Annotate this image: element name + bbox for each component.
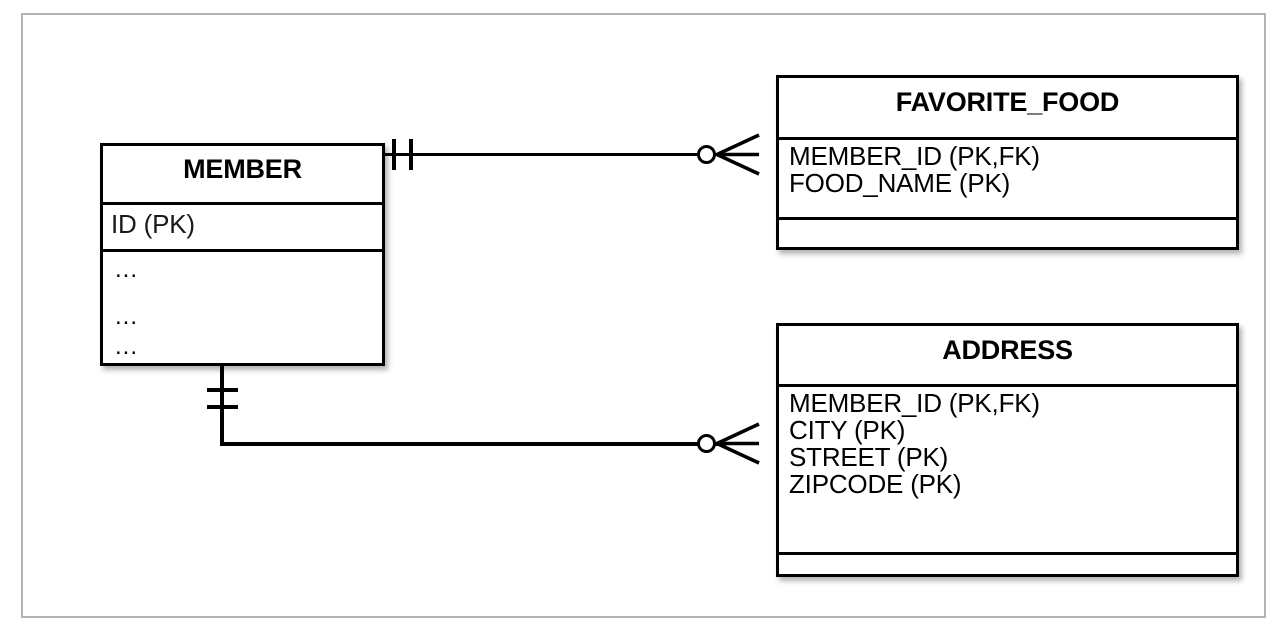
relation-line-member-address-vertical xyxy=(220,352,224,445)
cardinality-many-crowfoot-food xyxy=(716,133,760,176)
entity-favorite-food-attribute-member-id: MEMBER_ID (PK,FK) xyxy=(789,141,1040,171)
cardinality-zero-circle-address xyxy=(697,434,716,453)
cardinality-many-crowfoot-address xyxy=(716,422,760,465)
entity-favorite-food-attributes-section: MEMBER_ID (PK,FK) FOOD_NAME (PK) xyxy=(779,137,1236,217)
cardinality-one-and-only-one-tick-a-address xyxy=(207,388,238,392)
entity-member[interactable]: MEMBER ID (PK) ... ... ... xyxy=(100,143,385,366)
entity-favorite-food-title: FAVORITE_FOOD xyxy=(895,87,1120,117)
entity-member-pk-section: ID (PK) xyxy=(103,202,382,249)
entity-address-title: ADDRESS xyxy=(942,335,1073,365)
entity-address-attribute-street: STREET (PK) xyxy=(789,442,949,472)
entity-address-attribute-city: CITY (PK) xyxy=(789,415,906,445)
entity-favorite-food-empty-section xyxy=(779,217,1236,261)
cardinality-one-and-only-one-tick-b-food xyxy=(409,139,413,170)
entity-member-attribute-ellipsis-1: ... xyxy=(115,256,139,283)
entity-address-attribute-zipcode: ZIPCODE (PK) xyxy=(789,469,962,499)
entity-address-empty-section xyxy=(779,552,1236,588)
cardinality-one-and-only-one-tick-b-address xyxy=(207,405,238,409)
relation-line-member-address-horizontal xyxy=(220,442,726,446)
entity-member-attribute-ellipsis-2: ... xyxy=(115,303,139,330)
entity-favorite-food-attribute-food-name: FOOD_NAME (PK) xyxy=(789,168,1011,198)
relation-line-member-favorite-food xyxy=(364,153,726,156)
cardinality-one-and-only-one-tick-a-food xyxy=(392,139,396,170)
entity-address-attribute-member-id: MEMBER_ID (PK,FK) xyxy=(789,388,1040,418)
entity-favorite-food[interactable]: FAVORITE_FOOD MEMBER_ID (PK,FK) FOOD_NAM… xyxy=(776,75,1239,250)
diagram-frame: MEMBER ID (PK) ... ... ... FAVORITE_FOOD… xyxy=(21,13,1266,618)
entity-member-attribute-ellipsis-3: ... xyxy=(115,333,139,360)
entity-member-attributes-section: ... ... ... xyxy=(103,249,382,373)
entity-member-attribute-id: ID (PK) xyxy=(111,209,195,239)
entity-address-attributes-section: MEMBER_ID (PK,FK) CITY (PK) STREET (PK) … xyxy=(779,384,1236,552)
entity-member-title: MEMBER xyxy=(183,154,302,184)
cardinality-zero-circle-food xyxy=(697,145,716,164)
entity-address[interactable]: ADDRESS MEMBER_ID (PK,FK) CITY (PK) STRE… xyxy=(776,323,1239,577)
